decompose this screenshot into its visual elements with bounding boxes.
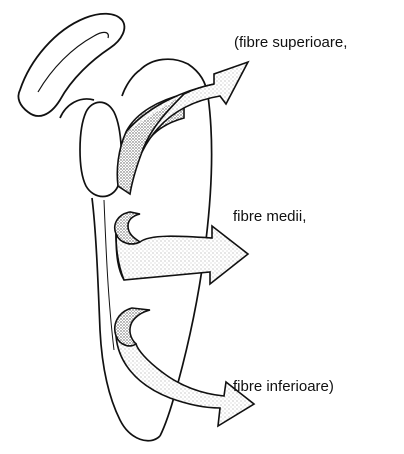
- label-medial-fibres: fibre medii,: [233, 208, 306, 226]
- inferior-fibres-arrow: [115, 308, 254, 426]
- acromion-shape: [18, 14, 124, 116]
- label-inferior-fibres: fibre inferioare): [233, 378, 334, 396]
- medial-fibres-arrow: [115, 212, 248, 284]
- label-superior-fibres: (fibre superioare,: [234, 34, 347, 52]
- superior-fibres-arrow: [117, 62, 248, 194]
